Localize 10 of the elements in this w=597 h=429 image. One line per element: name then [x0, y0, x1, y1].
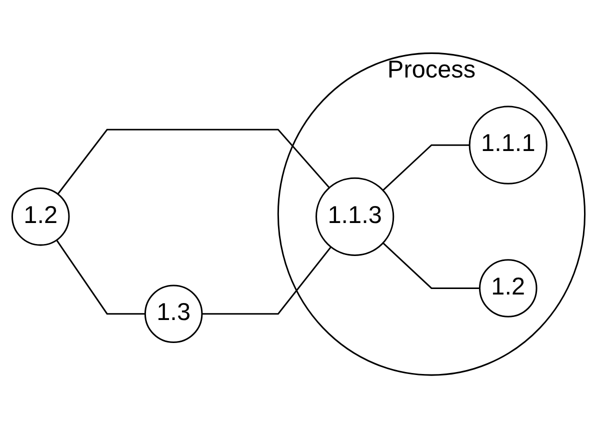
connector: [56, 240, 146, 315]
connector: [57, 129, 330, 195]
node-circle: 1.1.3: [316, 178, 394, 256]
connector: [382, 242, 480, 290]
node-circle: 1.1.1: [468, 106, 548, 185]
connector: [382, 144, 470, 192]
node-circle: 1.3: [144, 285, 203, 344]
node-circle: 1.2: [478, 259, 538, 318]
node-circle: 1.2: [11, 188, 70, 246]
connector: [202, 246, 332, 315]
